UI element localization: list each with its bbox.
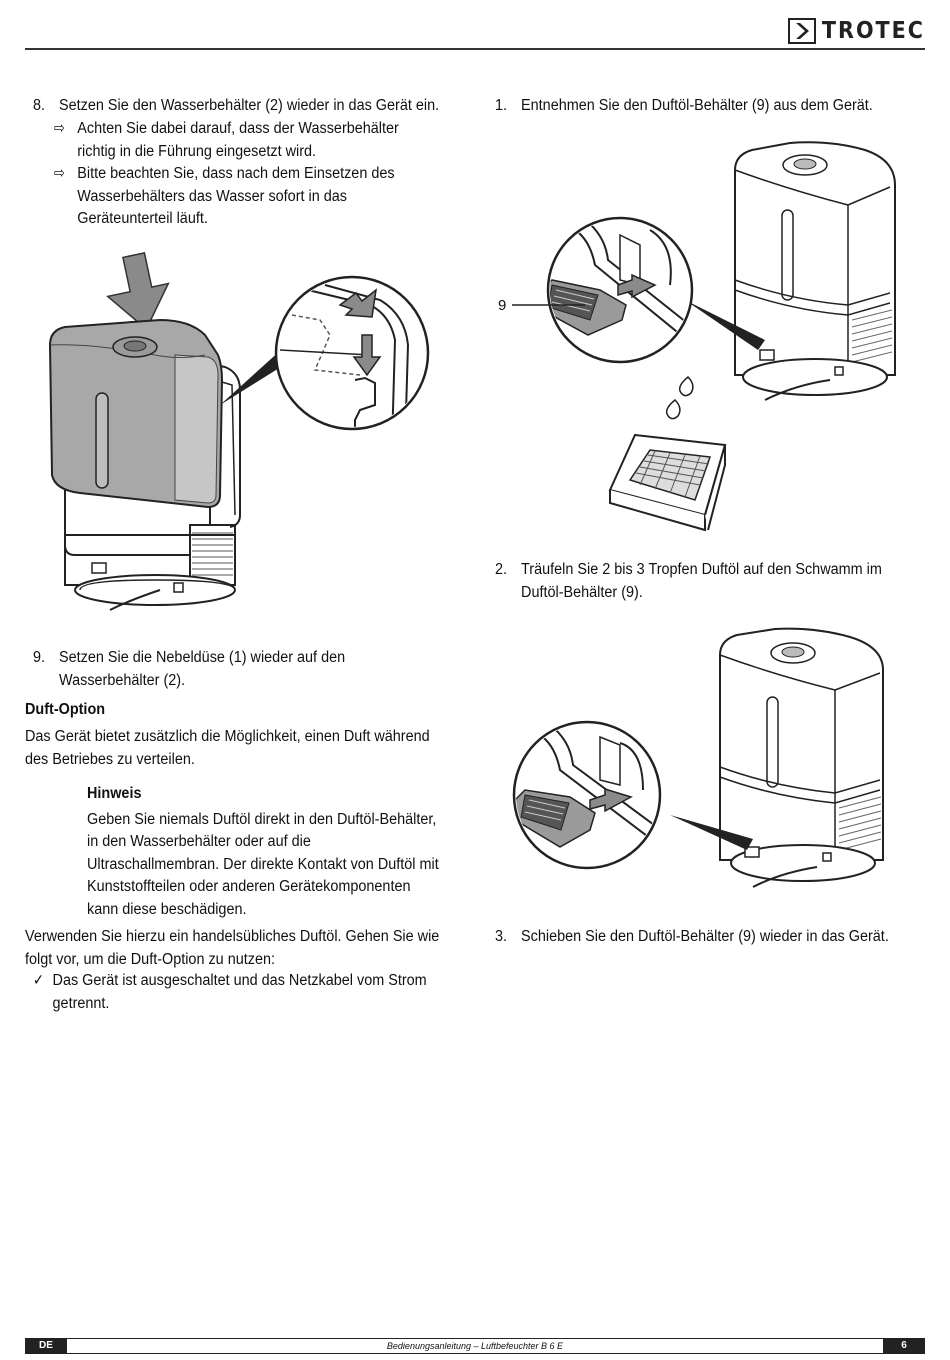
brand-logo: TROTEC	[787, 18, 925, 44]
header-divider	[25, 48, 925, 50]
section-intro: Das Gerät bietet zusätzlich die Möglichk…	[25, 726, 430, 771]
hinweis-line: in den Wasserbehälter oder auf die	[87, 833, 311, 850]
checkmark-icon: ✓	[33, 972, 44, 989]
hinweis-line: Kunststoffteilen oder anderen Gerätekomp…	[87, 878, 411, 895]
note-line: Achten Sie dabei darauf, dass der Wasser…	[77, 120, 399, 137]
document-title: Bedienungsanleitung – Luftbefeuchter B 6…	[386, 1341, 564, 1351]
language-badge: DE	[25, 1339, 67, 1353]
step-text: Entnehmen Sie den Duftöl-Behälter (9) au…	[521, 97, 873, 114]
step-text: Setzen Sie die Nebeldüse (1) wieder auf …	[59, 649, 346, 666]
note-line: Bitte beachten Sie, dass nach dem Einset…	[77, 165, 395, 182]
step-number: 3.	[495, 928, 508, 945]
note-line: Wasserbehälters das Wasser sofort in das	[77, 187, 347, 205]
step-number: 9.	[33, 649, 46, 666]
step-1: 1. Entnehmen Sie den Duftöl-Behälter (9)…	[495, 95, 873, 118]
step-text: Träufeln Sie 2 bis 3 Tropfen Duftöl auf …	[521, 561, 882, 578]
hinweis-box: Hinweis Geben Sie niemals Duftöl direkt …	[87, 783, 439, 921]
step-2: 2. Träufeln Sie 2 bis 3 Tropfen Duftöl a…	[495, 559, 882, 601]
hinweis-title: Hinweis	[87, 785, 142, 802]
check-line: getrennt.	[52, 994, 110, 1012]
figure-insert-water-tank	[48, 251, 430, 611]
step-number: 2.	[495, 561, 508, 578]
callout-label: 9	[498, 297, 506, 314]
arrow-right-icon: ⇨	[54, 165, 65, 182]
note-line: richtig in die Führung eingesetzt wird.	[77, 142, 317, 160]
note-line: Geräteunterteil läuft.	[77, 210, 208, 227]
step-text: Setzen Sie den Wasserbehälter (2) wieder…	[59, 97, 440, 114]
step-text: Duftöl-Behälter (9).	[521, 583, 643, 601]
arrow-right-icon: ⇨	[54, 120, 65, 137]
hinweis-line: kann diese beschädigen.	[87, 900, 247, 918]
hinweis-line: Ultraschallmembran. Der direkte Kontakt …	[87, 855, 439, 873]
page-footer: DE Bedienungsanleitung – Luftbefeuchter …	[25, 1338, 925, 1354]
step-text: Schieben Sie den Duftöl-Behälter (9) wie…	[521, 928, 889, 945]
figure-insert-scent-tray	[512, 627, 884, 888]
intro-line: Verwenden Sie hierzu ein handelsübliches…	[25, 928, 440, 945]
page-number: 6	[883, 1339, 925, 1353]
intro-line: des Betriebes zu verteilen.	[25, 750, 195, 768]
intro-line: folgt vor, um die Duft-Option zu nutzen:	[25, 950, 275, 968]
section-heading: Duft-Option	[25, 701, 106, 718]
intro-line: Das Gerät bietet zusätzlich die Möglichk…	[25, 728, 430, 745]
hinweis-line: Geben Sie niemals Duftöl direkt in den D…	[87, 810, 437, 828]
step-3: 3. Schieben Sie den Duftöl-Behälter (9) …	[495, 926, 889, 949]
instructions-intro: Verwenden Sie hierzu ein handelsübliches…	[25, 926, 439, 971]
chevron-right-icon	[787, 18, 816, 44]
step-9: 9. Setzen Sie die Nebeldüse (1) wieder a…	[33, 647, 345, 689]
step-text: Wasserbehälter (2).	[59, 671, 186, 689]
check-line: Das Gerät ist ausgeschaltet und das Netz…	[52, 972, 427, 989]
figure-remove-scent-tray: 9	[498, 141, 896, 532]
step-number: 1.	[495, 97, 508, 114]
brand-name: TROTEC	[821, 18, 925, 44]
step-number: 8.	[33, 97, 46, 114]
step-8: 8. Setzen Sie den Wasserbehälter (2) wie…	[33, 95, 439, 118]
